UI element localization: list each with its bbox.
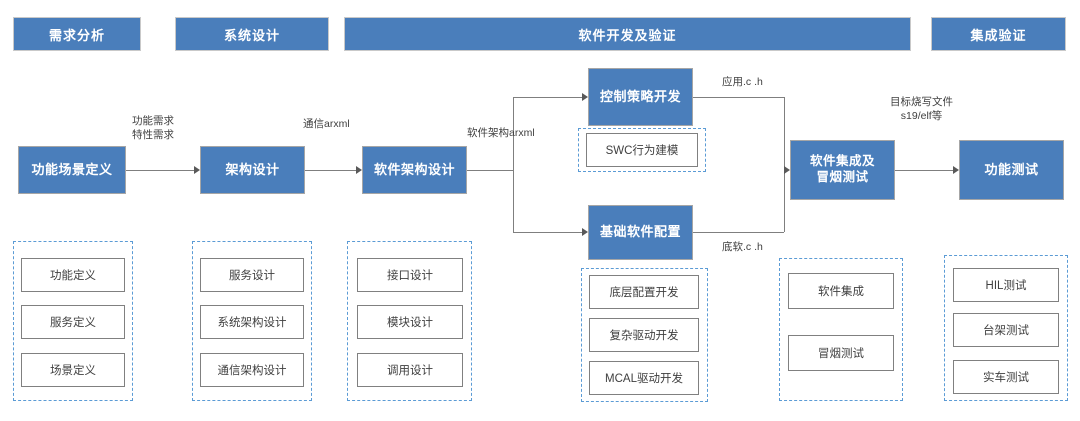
phase-bar-2: 系统设计 (175, 17, 329, 51)
edge-label-4: 应用.c .h (722, 76, 763, 88)
connector-swarch-out (467, 170, 513, 171)
process-box-5[interactable]: 基础软件配置 (588, 205, 693, 260)
software-architecture-group-item-3[interactable]: 调用设计 (357, 353, 463, 387)
connector-split-to-bsw (513, 232, 582, 233)
verification-group-item-3[interactable]: 实车测试 (953, 360, 1059, 394)
basic-software-group-item-2[interactable]: 复杂驱动开发 (589, 318, 699, 352)
verification-group-item-2[interactable]: 台架测试 (953, 313, 1059, 347)
basic-software-group-container (581, 268, 708, 402)
edge-label-2: 通信arxml (303, 118, 350, 130)
arrowhead-integration-to-functest (953, 166, 959, 174)
arrowhead-architecture-to-swarch (356, 166, 362, 174)
arrowhead-split-to-bsw (582, 228, 588, 236)
software-architecture-group-item-1[interactable]: 接口设计 (357, 258, 463, 292)
connector-architecture-to-swarch (305, 170, 356, 171)
connector-control-out (693, 97, 784, 98)
connector-swarch-split-vertical (513, 97, 514, 232)
arrowhead-scenario-to-architecture (194, 166, 200, 174)
edge-label-5: 底软.c .h (722, 241, 763, 253)
phase-bar-4: 集成验证 (931, 17, 1066, 51)
connector-scenario-to-architecture (126, 170, 194, 171)
basic-software-group-item-1[interactable]: 底层配置开发 (589, 275, 699, 309)
software-architecture-group-container (347, 241, 472, 401)
software-architecture-group-item-2[interactable]: 模块设计 (357, 305, 463, 339)
swc-group-container (578, 128, 706, 172)
swc-behavior-model-box[interactable]: SWC行为建模 (586, 133, 698, 167)
edge-label-6: 目标烧写文件 s19/elf等 (890, 96, 953, 123)
phase-bar-3: 软件开发及验证 (344, 17, 911, 51)
process-box-3[interactable]: 软件架构设计 (362, 146, 467, 194)
process-box-2[interactable]: 架构设计 (200, 146, 305, 194)
edge-label-3: 软件架构arxml (467, 127, 535, 139)
connector-integration-to-functest (895, 170, 953, 171)
arrowhead-split-to-control (582, 93, 588, 101)
phase-bar-1: 需求分析 (13, 17, 141, 51)
process-box-4[interactable]: 控制策略开发 (588, 68, 693, 126)
system-design-group-item-2[interactable]: 系统架构设计 (200, 305, 304, 339)
system-design-group-item-3[interactable]: 通信架构设计 (200, 353, 304, 387)
process-box-6[interactable]: 软件集成及冒烟测试 (790, 140, 895, 200)
process-box-1[interactable]: 功能场景定义 (18, 146, 126, 194)
connector-split-to-control (513, 97, 582, 98)
system-design-group-item-1[interactable]: 服务设计 (200, 258, 304, 292)
edge-label-1: 功能需求 特性需求 (132, 115, 174, 142)
connector-bsw-out (693, 232, 784, 233)
verification-group-container (944, 255, 1068, 401)
system-design-group-container (192, 241, 312, 401)
process-box-7[interactable]: 功能测试 (959, 140, 1064, 200)
requirement-group-container (13, 241, 133, 401)
verification-group-item-1[interactable]: HIL测试 (953, 268, 1059, 302)
integration-group-container (779, 258, 903, 401)
requirement-group-item-1[interactable]: 功能定义 (21, 258, 125, 292)
integration-group-item-2[interactable]: 冒烟测试 (788, 335, 894, 371)
basic-software-group-item-3[interactable]: MCAL驱动开发 (589, 361, 699, 395)
requirement-group-item-2[interactable]: 服务定义 (21, 305, 125, 339)
arrowhead-merge-to-integration (784, 166, 790, 174)
integration-group-item-1[interactable]: 软件集成 (788, 273, 894, 309)
connector-merge-vertical (784, 97, 785, 232)
requirement-group-item-3[interactable]: 场景定义 (21, 353, 125, 387)
